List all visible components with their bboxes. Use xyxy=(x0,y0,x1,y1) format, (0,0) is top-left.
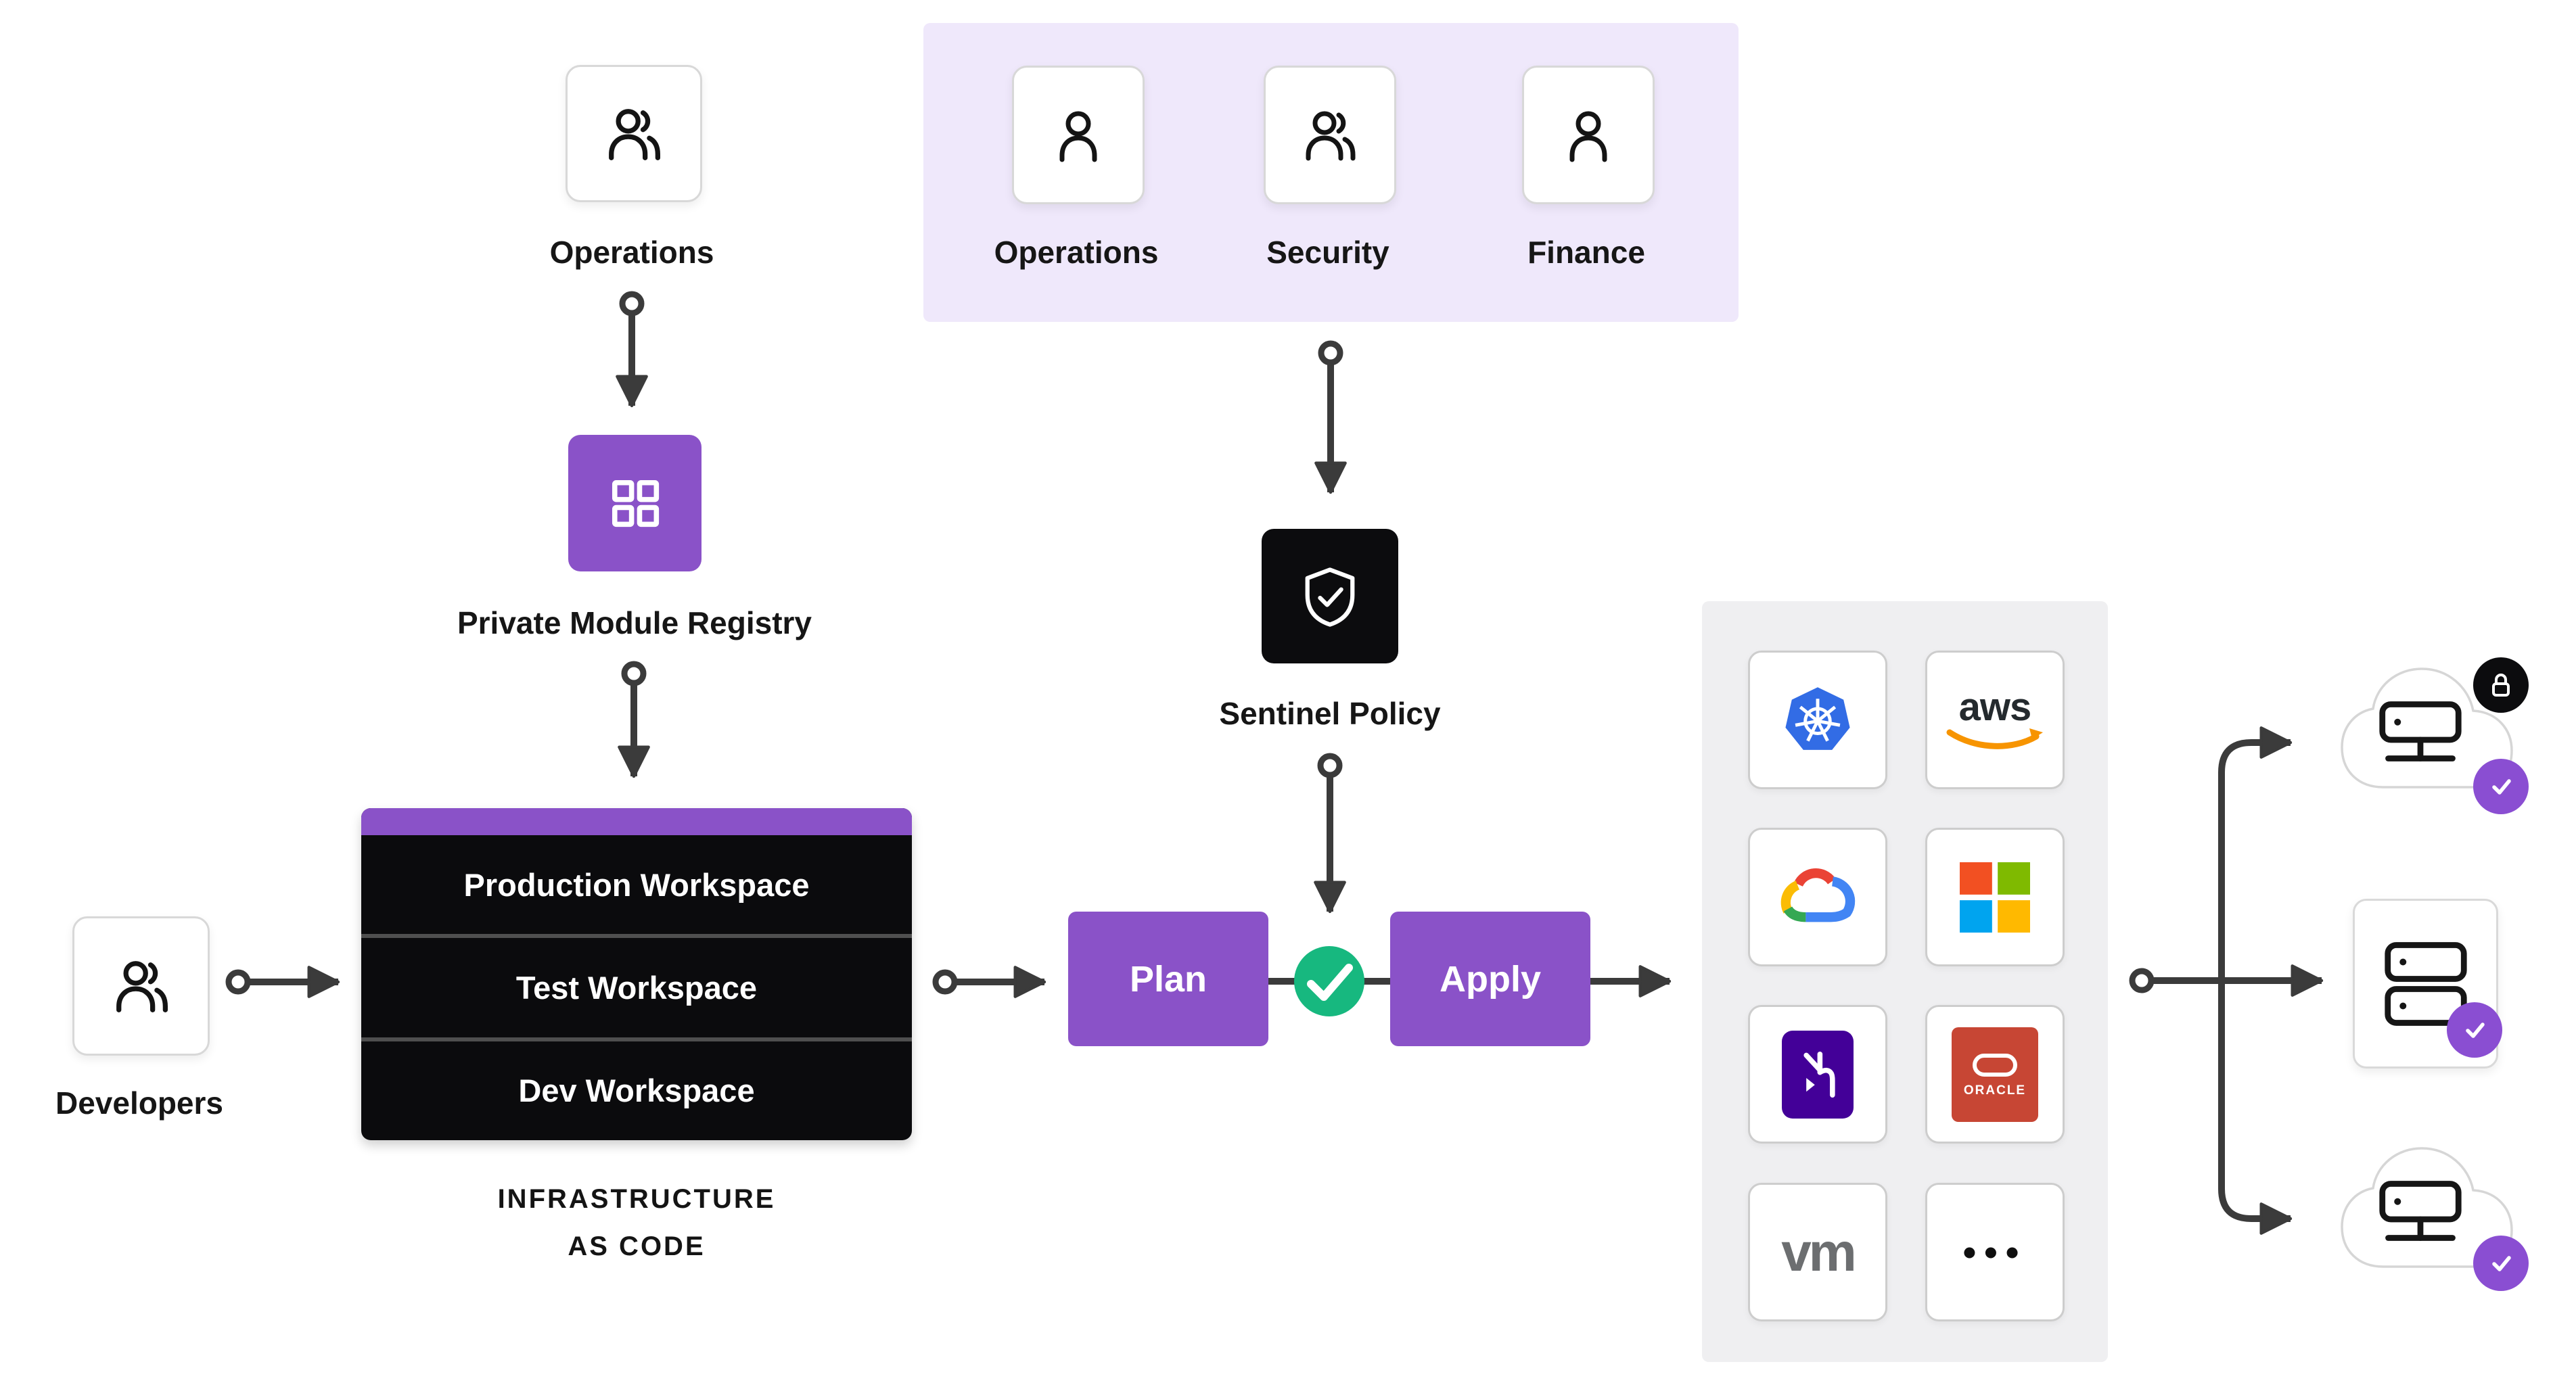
check-icon xyxy=(2466,1023,2485,1038)
check-badge xyxy=(2447,1002,2502,1058)
check-badge xyxy=(2473,1236,2529,1291)
operations-top-node xyxy=(566,65,702,202)
production-workspace-row: Production Workspace xyxy=(463,866,810,903)
shield-check-icon xyxy=(1305,567,1355,627)
private-module-registry-label: Private Module Registry xyxy=(457,605,812,640)
cloud-icon xyxy=(2341,1147,2513,1268)
oracle-ring-icon xyxy=(1973,1054,2017,1077)
kubernetes-icon xyxy=(1785,686,1850,750)
server-icon xyxy=(2379,701,2462,761)
provider-heroku xyxy=(1748,1005,1887,1144)
provider-vmware: vm xyxy=(1748,1183,1887,1321)
dev-workspace-row: Dev Workspace xyxy=(361,1037,912,1140)
check-icon xyxy=(2492,1256,2511,1271)
heroku-tile xyxy=(1782,1030,1854,1119)
team-operations-node xyxy=(1012,66,1145,204)
check-circle-icon xyxy=(1294,946,1364,1016)
provider-google-cloud xyxy=(1748,828,1887,966)
cloud-icon xyxy=(2341,667,2513,789)
caption-line-2: AS CODE xyxy=(568,1231,706,1261)
sentinel-policy-label: Sentinel Policy xyxy=(1219,696,1441,731)
workspace-stack-accent-bar xyxy=(361,808,912,835)
lock-icon xyxy=(2492,674,2510,697)
provider-oracle: ORACLE xyxy=(1925,1005,2065,1144)
google-cloud-icon xyxy=(1780,868,1856,922)
team-security-node xyxy=(1264,66,1396,204)
module-grid-icon xyxy=(612,479,659,527)
operations-top-label: Operations xyxy=(549,235,714,270)
target-public-cloud xyxy=(2325,1133,2525,1300)
provider-kubernetes xyxy=(1748,651,1887,789)
team-operations-label: Operations xyxy=(994,235,1159,270)
team-finance-label: Finance xyxy=(1527,235,1645,270)
users-icon xyxy=(116,961,168,1012)
check-icon xyxy=(2492,779,2511,795)
private-module-registry-node xyxy=(568,435,702,571)
check-badge xyxy=(2473,759,2529,814)
workspace-stack: Production Workspace Test Workspace Dev … xyxy=(361,808,912,1140)
user-icon xyxy=(1059,111,1097,162)
provider-microsoft xyxy=(1925,828,2065,966)
plan-step-label: Plan xyxy=(1129,958,1208,1000)
team-security-label: Security xyxy=(1266,235,1389,270)
plan-step: Plan xyxy=(1068,912,1268,1046)
lock-badge xyxy=(2473,657,2529,713)
microsoft-icon xyxy=(1960,862,2030,933)
user-icon xyxy=(1569,111,1607,162)
vmware-logo-text: vm xyxy=(1781,1221,1857,1282)
oracle-logo-text: ORACLE xyxy=(1963,1083,2027,1098)
server-icon xyxy=(2379,1181,2462,1241)
apply-step: Apply xyxy=(1390,912,1590,1046)
developers-node xyxy=(72,916,210,1056)
aws-smile-icon xyxy=(1946,728,2043,749)
target-private-cloud xyxy=(2325,654,2525,821)
more-providers-ellipsis: ••• xyxy=(1962,1230,2027,1273)
oracle-tile: ORACLE xyxy=(1952,1027,2038,1122)
provider-aws: aws xyxy=(1925,651,2065,789)
heroku-icon xyxy=(1803,1051,1835,1098)
users-icon xyxy=(609,108,660,160)
caption-line-1: INFRASTRUCTURE xyxy=(497,1184,776,1214)
aws-logo-text: aws xyxy=(1958,684,2032,729)
test-workspace-row: Test Workspace xyxy=(361,934,912,1037)
apply-step-label: Apply xyxy=(1439,958,1541,1000)
team-finance-node xyxy=(1522,66,1655,204)
provider-more: ••• xyxy=(1925,1183,2065,1321)
developers-label: Developers xyxy=(55,1085,223,1121)
sentinel-policy-node xyxy=(1262,529,1398,663)
users-icon xyxy=(1306,111,1356,160)
infrastructure-as-code-caption: INFRASTRUCTURE AS CODE xyxy=(361,1175,912,1270)
